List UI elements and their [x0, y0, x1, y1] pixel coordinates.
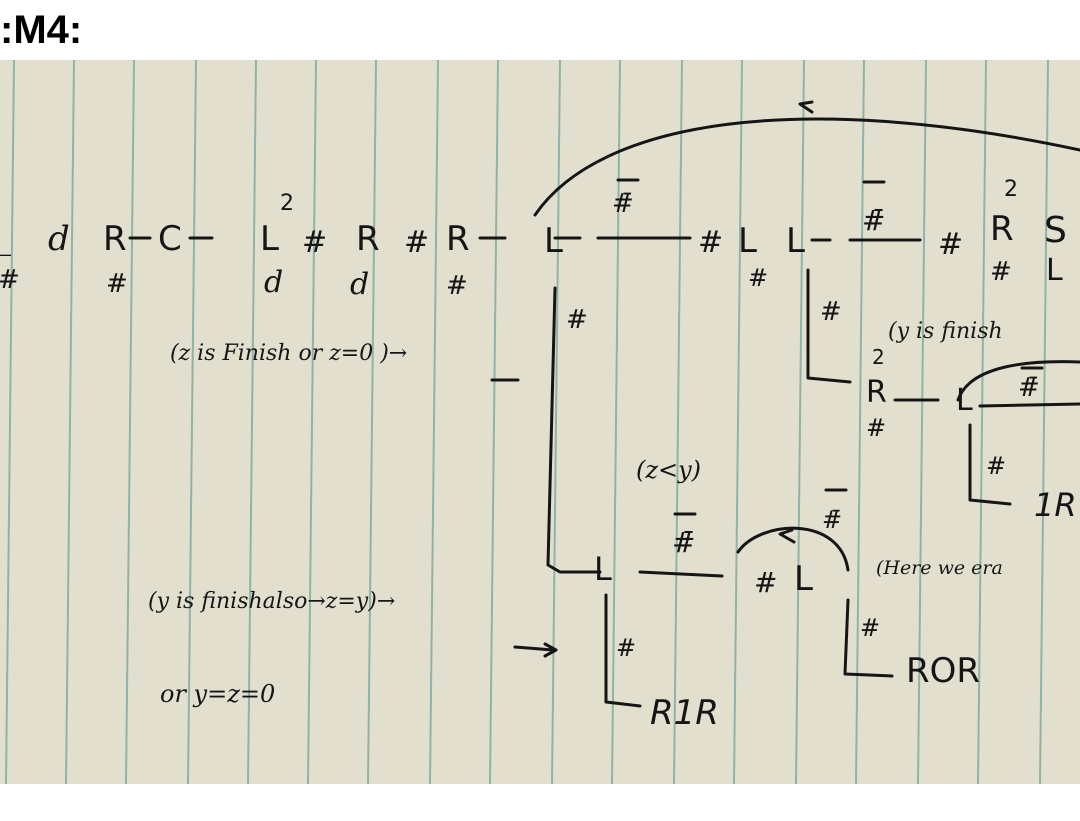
- hash-R: #: [938, 227, 963, 262]
- symbol-R1-sub: #: [106, 269, 128, 299]
- condition-y-eq-z-eq-0: or y=z=0: [160, 680, 275, 708]
- turing-machine-diagram: _ # d R # C 2 L d # R d # R # L #̄ # L #…: [0, 60, 1080, 784]
- symbol-L2-sub: #: [748, 264, 768, 292]
- condition-z-finish: (z is Finish or z=0 )→: [170, 341, 407, 366]
- symbol-S-sub: L: [1046, 253, 1063, 288]
- symbol-L-loop: L: [794, 559, 813, 599]
- symbol-R3: R: [446, 219, 470, 259]
- symbol-Rsq: R: [990, 209, 1014, 249]
- branches: # # 2 R # L #̄ # 1R L #̄ #̄ # L # ROR # …: [566, 297, 1077, 733]
- symbol-L-sub: d: [264, 265, 283, 300]
- page-title: :M4:: [0, 8, 83, 52]
- edge-hashbar-bottom: #̄: [672, 526, 695, 559]
- hash-L: #: [698, 225, 723, 260]
- hash-small-down: #: [986, 452, 1006, 480]
- symbol-R2-sub: d: [350, 267, 369, 302]
- connectors: [128, 100, 1080, 708]
- symbol-L-bottom: L: [594, 550, 612, 588]
- symbol-L: L: [260, 219, 279, 259]
- conditions: (z is Finish or z=0 )→ (y is finish (z<y…: [148, 319, 1003, 708]
- edge-hashbar-small: #̄: [1018, 373, 1040, 403]
- edge-hashbar-2: #̄: [862, 204, 885, 237]
- symbol-R2sq: R: [866, 375, 887, 410]
- condition-z-lt-y: (z<y): [636, 456, 701, 484]
- lead-hash: #: [0, 265, 20, 295]
- hash-main-down: #: [566, 305, 588, 335]
- condition-y-finish-also: (y is finishalso→z=y)→: [148, 589, 395, 614]
- lead-dash: _: [0, 217, 11, 257]
- row1: _ # d R # C 2 L d # R d # R # L #̄ # L #…: [0, 177, 1067, 302]
- note-here-we: (Here we era: [876, 557, 1003, 579]
- symbol-R2sq-sub: #: [866, 414, 886, 442]
- notebook-paper: _ # d R # C 2 L d # R d # R # L #̄ # L #…: [0, 60, 1080, 784]
- symbol-R2: R: [356, 219, 380, 259]
- symbol-R2sq-sup: 2: [872, 345, 885, 369]
- symbol-L-sup: 2: [280, 191, 294, 216]
- hash-loop-down: #: [860, 614, 880, 642]
- main-L: L: [544, 221, 563, 261]
- hash-loop: #: [754, 566, 777, 599]
- symbol-L-small: L: [956, 383, 973, 418]
- symbol-L3: L: [786, 221, 805, 261]
- symbol-Rsq-sub: #: [990, 257, 1012, 287]
- symbol-Rsq-sup: 2: [1004, 177, 1018, 202]
- symbol-R1: R: [103, 219, 127, 259]
- hashbar-above-loop: #̄: [822, 506, 842, 534]
- symbol-C: C: [158, 219, 182, 259]
- edge-hashbar-1: #̄: [612, 189, 634, 219]
- symbol-L2: L: [738, 221, 757, 261]
- hash-1: #: [302, 225, 327, 260]
- hash-2: #: [404, 225, 429, 260]
- action-ROR: ROR: [906, 651, 980, 691]
- hash-L3-down: #: [820, 297, 842, 327]
- hash-R1R: #: [616, 634, 636, 662]
- symbol-R3-sub: #: [446, 271, 468, 301]
- condition-y-finish: (y is finish: [888, 319, 1003, 344]
- action-R1R: R1R: [650, 693, 719, 733]
- action-1R: 1R: [1034, 486, 1077, 524]
- symbol-d: d: [48, 219, 70, 259]
- symbol-S: S: [1044, 210, 1067, 251]
